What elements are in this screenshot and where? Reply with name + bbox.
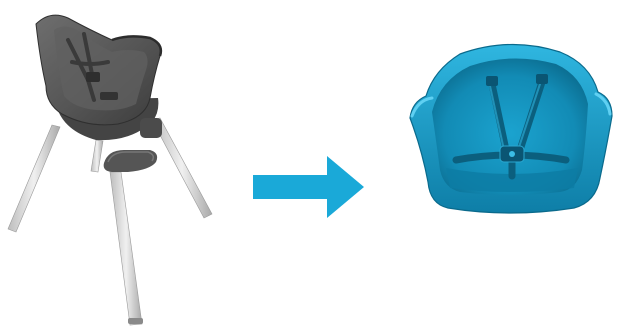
- booster-seat-icon: [0, 0, 619, 329]
- conversion-illustration: [0, 0, 619, 329]
